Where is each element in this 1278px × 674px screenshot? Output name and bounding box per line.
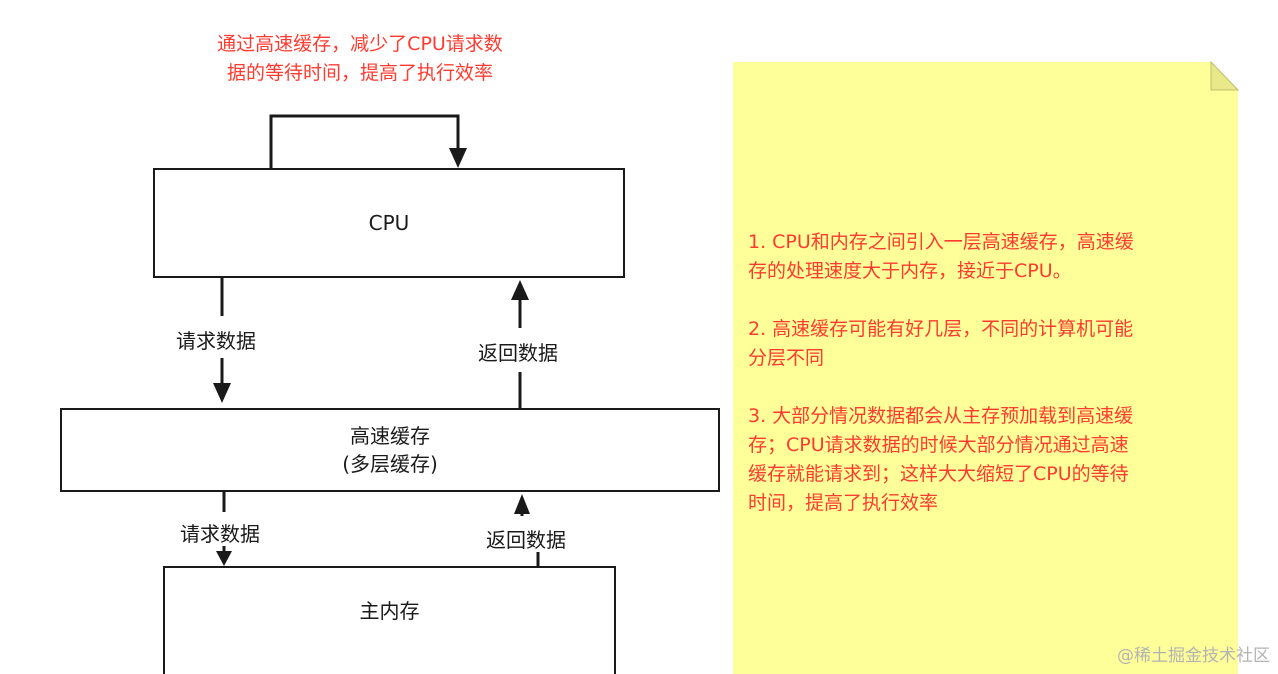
cpu-return-label: 返回数据 — [478, 341, 558, 365]
top-annotation-line-1: 通过高速缓存，减少了CPU请求数 — [217, 33, 503, 55]
sticky-note-shape — [733, 62, 1238, 674]
cpu-label: CPU — [368, 211, 410, 235]
sticky-note-text: 1. CPU和内存之间引入一层高速缓存，高速缓 存的处理速度大于内存，接近于CP… — [748, 228, 1218, 547]
note-item-2: 2. 高速缓存可能有好几层，不同的计算机可能 分层不同 — [748, 318, 1134, 369]
cache-box: 高速缓存 (多层缓存) — [60, 408, 720, 492]
main-memory-label: 主内存 — [359, 599, 420, 623]
cache-return-arrowhead — [514, 494, 530, 514]
cache-label-line-1: 高速缓存 — [350, 424, 430, 448]
cpu-request-label: 请求数据 — [176, 329, 256, 353]
note-item-3: 3. 大部分情况数据都会从主存预加载到高速缓 存；CPU请求数据的时候大部分情况… — [748, 405, 1134, 514]
cache-return-label: 返回数据 — [486, 528, 566, 552]
cache-request-label: 请求数据 — [180, 522, 260, 546]
top-annotation-line-2: 据的等待时间，提高了执行效率 — [226, 62, 493, 84]
cpu-box: CPU — [153, 168, 625, 278]
top-annotation: 通过高速缓存，减少了CPU请求数 据的等待时间，提高了执行效率 — [160, 30, 560, 88]
sticky-note-fold — [1210, 60, 1240, 91]
cache-request-arrowhead — [216, 551, 232, 566]
cpu-request-arrowhead — [213, 383, 231, 403]
cpu-return-arrowhead — [511, 280, 529, 300]
loop-connector — [269, 114, 460, 168]
main-memory-box: 主内存 — [163, 566, 616, 674]
cache-label-line-2: (多层缓存) — [342, 452, 438, 476]
loop-arrowhead — [449, 148, 467, 168]
note-item-1: 1. CPU和内存之间引入一层高速缓存，高速缓 存的处理速度大于内存，接近于CP… — [748, 231, 1134, 282]
watermark: @稀土掘金技术社区 — [1117, 646, 1270, 666]
